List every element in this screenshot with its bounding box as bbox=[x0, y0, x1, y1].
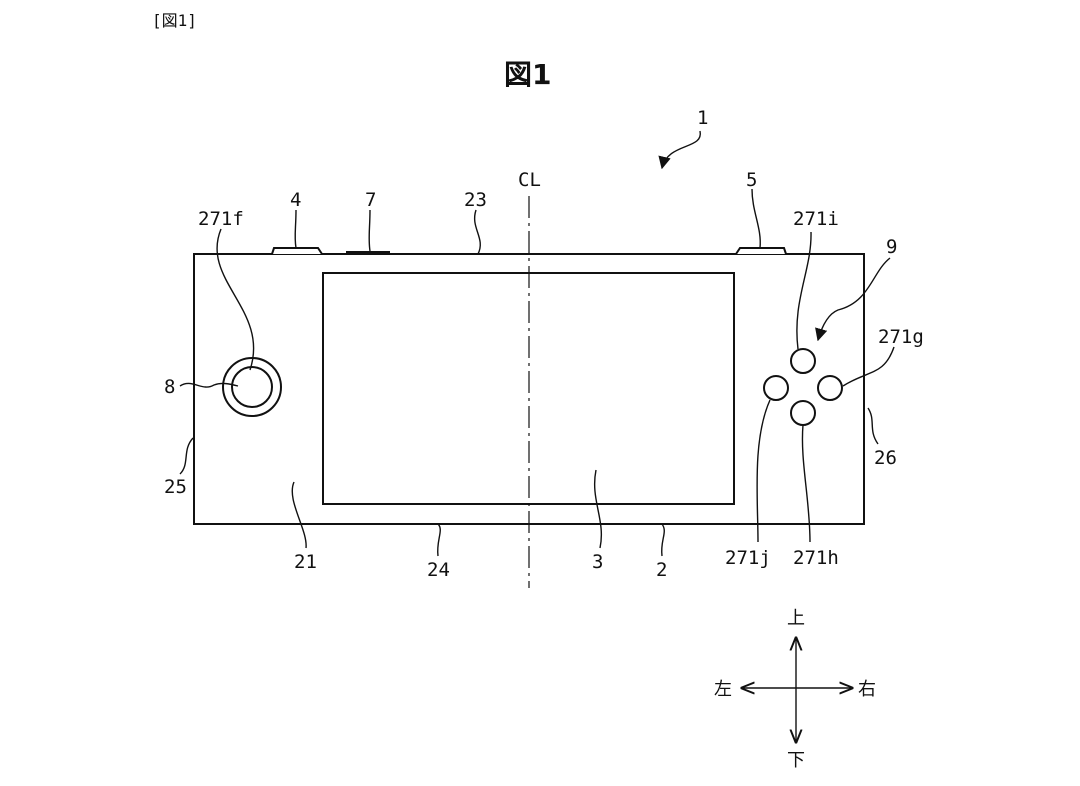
ref-button-group: 9 bbox=[886, 236, 897, 258]
leader-power bbox=[368, 209, 371, 252]
ref-left-area: 21 bbox=[294, 551, 317, 573]
ref-button-top: 271i bbox=[793, 208, 839, 230]
leader-top-side bbox=[473, 209, 481, 255]
ref-bottom-side: 24 bbox=[427, 559, 450, 581]
direction-down-label: 下 bbox=[787, 750, 805, 771]
leader-lines bbox=[179, 130, 895, 557]
l-button bbox=[271, 247, 323, 255]
direction-compass bbox=[742, 638, 852, 742]
ref-l-button: 4 bbox=[290, 189, 301, 211]
leader-stick bbox=[179, 382, 239, 388]
leader-bottom-side bbox=[436, 523, 441, 557]
ref-stick: 8 bbox=[164, 376, 175, 398]
ref-r-button: 5 bbox=[746, 169, 757, 191]
leader-device bbox=[658, 130, 701, 170]
power-button bbox=[346, 251, 390, 254]
direction-up-label: 上 bbox=[787, 608, 805, 629]
ref-right-side: 26 bbox=[874, 447, 897, 469]
ref-button-left: 271j bbox=[725, 547, 771, 569]
button-left bbox=[763, 375, 789, 401]
ref-button-right: 271g bbox=[878, 326, 924, 348]
ref-top-side: 23 bbox=[464, 189, 487, 211]
leader-button-left bbox=[756, 399, 771, 543]
leader-button-group bbox=[815, 257, 891, 342]
leader-display bbox=[593, 469, 603, 549]
leader-stick-ring bbox=[216, 228, 255, 371]
button-bottom bbox=[790, 400, 816, 426]
button-top bbox=[790, 348, 816, 374]
ref-power-button: 7 bbox=[365, 189, 376, 211]
ref-stick-ring: 271f bbox=[198, 208, 244, 230]
ref-body: 2 bbox=[656, 559, 667, 581]
ref-centerline: CL bbox=[518, 169, 541, 191]
ref-display: 3 bbox=[592, 551, 603, 573]
direction-left-label: 左 bbox=[714, 679, 732, 700]
leader-left-area bbox=[291, 481, 307, 549]
direction-right-label: 右 bbox=[858, 679, 876, 700]
r-button bbox=[735, 247, 787, 255]
figure-title: 図1 bbox=[504, 58, 551, 91]
leader-left-side bbox=[179, 437, 194, 475]
ref-left-side: 25 bbox=[164, 476, 187, 498]
leader-l-button bbox=[294, 209, 297, 249]
header-label: [図1] bbox=[152, 11, 197, 30]
leader-button-top bbox=[796, 231, 812, 350]
leader-body bbox=[660, 523, 665, 557]
leader-right-side bbox=[867, 407, 879, 445]
leader-button-right bbox=[842, 346, 895, 387]
button-right bbox=[817, 375, 843, 401]
leader-r-button bbox=[751, 188, 761, 249]
ref-button-bottom: 271h bbox=[793, 547, 839, 569]
leader-button-bottom bbox=[801, 424, 811, 543]
ref-device: 1 bbox=[697, 107, 708, 129]
stick-cap bbox=[231, 366, 273, 408]
